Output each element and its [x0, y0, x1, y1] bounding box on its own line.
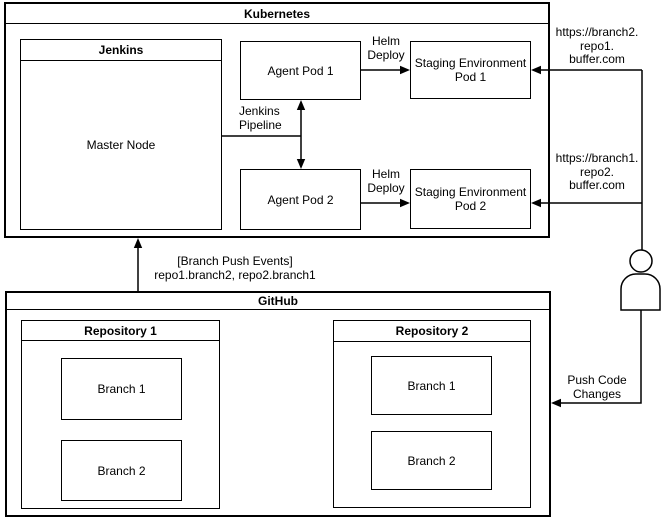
repository-2-title: Repository 2: [334, 321, 530, 342]
github-title: GitHub: [7, 293, 549, 310]
helm-deploy-label-2: Helm Deploy: [367, 167, 405, 195]
agent-pod-2-label: Agent Pod 2: [267, 192, 334, 207]
repo1-branch-2-label: Branch 2: [97, 463, 146, 478]
arrowhead-up-kubernetes: [133, 238, 143, 248]
jenkins-title: Jenkins: [21, 40, 221, 61]
repo2-branch-1-label: Branch 1: [407, 378, 456, 393]
jenkins-pipeline-label: Jenkins Pipeline: [239, 104, 282, 132]
push-code-changes-label: Push Code Changes: [567, 373, 627, 401]
staging-pod-2-label: Staging Environment Pod 2: [414, 185, 527, 213]
staging-pod-1-label: Staging Environment Pod 1: [414, 56, 527, 84]
helm-deploy-label-1: Helm Deploy: [367, 34, 405, 62]
staging-url-1-label: https://branch2. repo1. buffer.com: [555, 25, 639, 66]
kubernetes-title: Kubernetes: [6, 4, 548, 24]
agent-pod-1-box: Agent Pod 1: [240, 41, 361, 100]
repo1-branch-1-label: Branch 1: [97, 382, 146, 396]
person-icon: [620, 249, 661, 311]
repository-1-title: Repository 1: [22, 321, 219, 341]
master-node-label: Master Node: [86, 138, 156, 152]
staging-pod-1-box: Staging Environment Pod 1: [410, 41, 531, 99]
jenkins-box: Jenkins Master Node: [20, 39, 222, 230]
branch-push-events-label: [Branch Push Events] repo1.branch2, repo…: [154, 254, 316, 282]
repo1-branch-1-box: Branch 1: [61, 358, 182, 420]
repo1-branch-2-box: Branch 2: [61, 440, 182, 501]
agent-pod-2-box: Agent Pod 2: [240, 169, 361, 230]
person-body: [620, 273, 661, 311]
person-head: [629, 249, 653, 273]
staging-pod-2-box: Staging Environment Pod 2: [410, 169, 531, 229]
agent-pod-1-label: Agent Pod 1: [267, 63, 334, 78]
staging-url-2-label: https://branch1. repo2. buffer.com: [555, 151, 639, 192]
repo2-branch-1-box: Branch 1: [371, 356, 492, 415]
repo2-branch-2-box: Branch 2: [371, 431, 492, 490]
repo2-branch-2-label: Branch 2: [407, 453, 456, 468]
